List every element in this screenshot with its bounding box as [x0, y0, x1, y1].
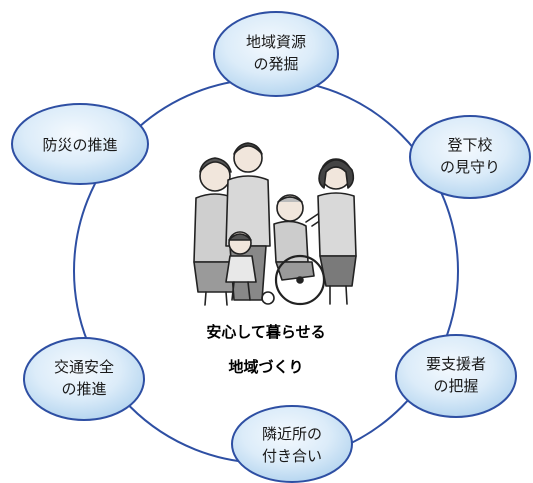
node-support-needs-tracking-line2: の把握	[433, 377, 478, 395]
node-local-resources-line1: 地域資源	[246, 33, 306, 51]
node-disaster-prevention: 防災の推進	[11, 103, 149, 185]
node-school-commute-watch-line2: の見守り	[440, 158, 500, 176]
node-support-needs-tracking-line1: 要支援者	[426, 355, 486, 373]
node-local-resources: 地域資源 の発掘	[213, 11, 339, 97]
center-caption-line2: 地域づくり	[228, 358, 303, 376]
node-traffic-safety-line2: の推進	[61, 380, 106, 398]
node-school-commute-watch-line1: 登下校	[447, 136, 492, 154]
node-traffic-safety: 交通安全 の推進	[23, 337, 145, 421]
node-school-commute-watch: 登下校 の見守り	[409, 115, 531, 199]
node-disaster-prevention-line1: 防災の推進	[42, 136, 117, 154]
node-traffic-safety-line1: 交通安全	[54, 358, 114, 376]
node-neighbor-relations-line1: 隣近所の	[262, 425, 322, 443]
node-neighbor-relations: 隣近所の 付き合い	[231, 405, 353, 483]
family-with-wheelchair-illustration	[193, 142, 357, 306]
node-neighbor-relations-line2: 付き合い	[262, 447, 322, 465]
node-support-needs-tracking: 要支援者 の把握	[395, 334, 517, 418]
node-local-resources-line2: の発掘	[253, 55, 298, 73]
center-caption-line1: 安心して暮らせる	[206, 323, 325, 341]
